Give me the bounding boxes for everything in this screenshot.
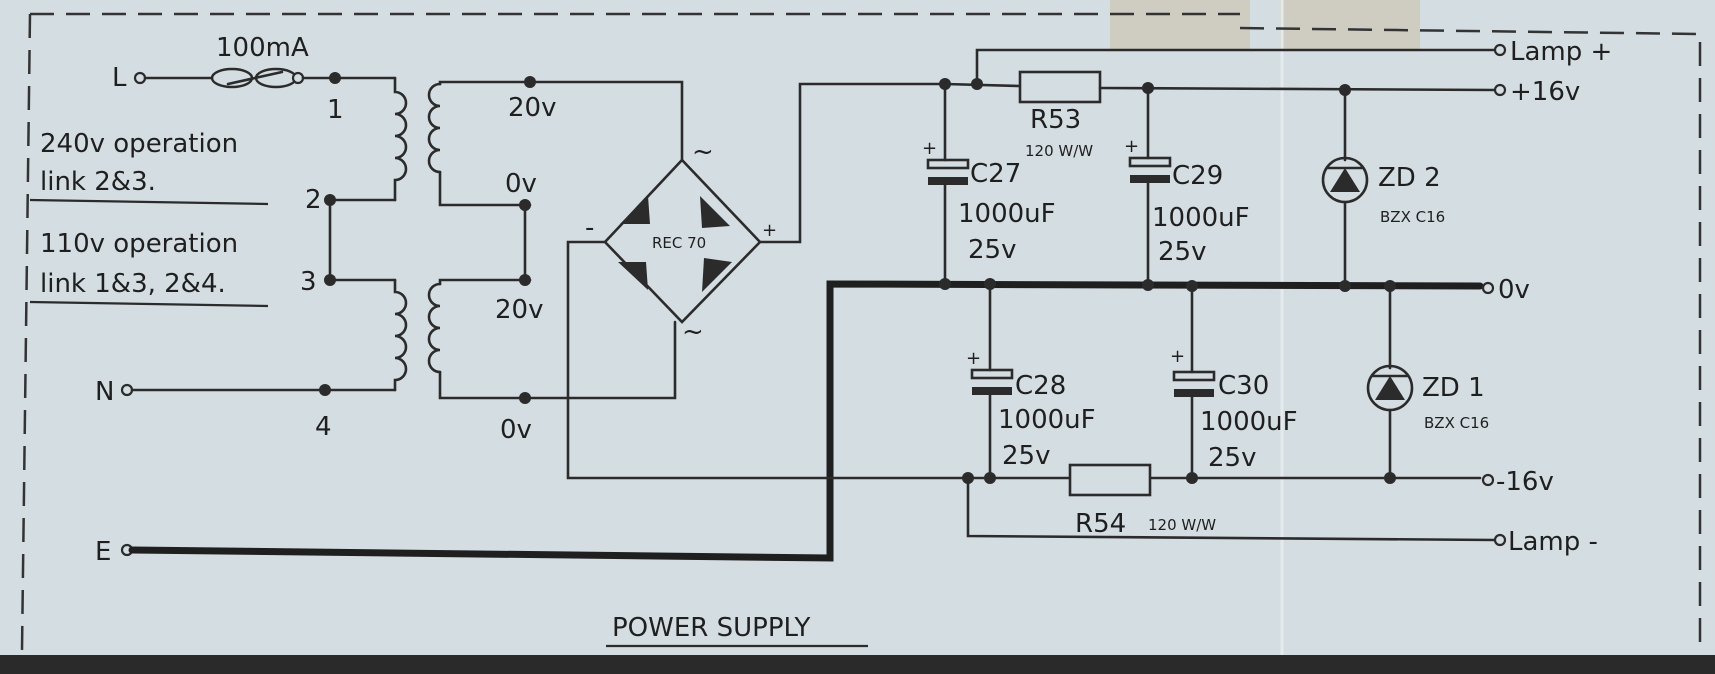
rectifier-ac-bottom: ~ [682,317,704,347]
terminal-l-label: L [112,63,127,93]
r53-name: R53 [1030,105,1081,135]
rectifier-minus: - [585,213,594,243]
diagram-title: POWER SUPPLY [606,613,868,648]
c30-name: C30 [1218,371,1269,401]
terminal-l [133,71,147,85]
sec-bot-0v: 0v [500,415,532,445]
zero-terminal [1481,281,1495,295]
c30-voltage: 25v [1208,443,1256,473]
transformer [393,76,532,400]
c30-polarity: + [1170,346,1185,367]
c28-polarity: + [966,348,981,369]
terminal-n [120,383,134,397]
plus16-terminal [1493,83,1507,97]
out-plus16: +16v [1510,77,1580,107]
sec-bot-20v: 20v [495,295,543,325]
minus16-terminal [1481,473,1495,487]
zener-zd2: ZD 2 BZX C16 [1321,88,1445,292]
c27-value: 1000uF [958,199,1056,229]
rectifier-plus: + [762,220,777,241]
out-lamp-minus: Lamp - [1508,527,1598,557]
positive-rail: R53 120 W/W [939,48,1497,160]
link-1-label: 1 [327,95,344,125]
lamp-minus-terminal [1493,533,1507,547]
out-minus16: -16v [1496,467,1554,497]
link-point-4 [319,384,331,396]
link-3-label: 3 [300,267,317,297]
zener-zd1: ZD 1 BZX C16 [1366,284,1489,484]
mains-input: L 100mA 1 N 4 2 3 E [95,33,1484,567]
r53-rating: 120 W/W [1025,142,1093,160]
out-lamp-plus: Lamp + [1510,37,1612,67]
link-point-3 [324,274,336,286]
capacitor-c28: + C28 1000uF 25v [966,282,1096,484]
r54-resistor [1068,463,1152,497]
note-240v-line2: link 2&3. [40,167,156,197]
c29-value: 1000uF [1152,203,1250,233]
sec-top-20v: 20v [508,93,556,123]
zd1-part: BZX C16 [1424,414,1489,432]
c28-name: C28 [1015,371,1066,401]
rectifier-label: REC 70 [652,234,706,252]
fuse-rating: 100mA [216,33,309,63]
out-zero: 0v [1498,275,1530,305]
bridge-rectifier: REC 70 ~ ~ - + [566,82,1482,480]
r53-resistor [1018,70,1102,104]
capacitor-c29: + C29 1000uF 25v [1124,86,1250,291]
c29-polarity: + [1124,136,1139,157]
operation-notes: 240v operation link 2&3. 110v operation … [29,129,269,308]
zd2-name: ZD 2 [1378,163,1441,193]
rectifier-ac-top: ~ [692,137,714,167]
c29-voltage: 25v [1158,237,1206,267]
sec-top-0v: 0v [505,169,537,199]
lamp-plus-terminal [1493,43,1507,57]
c27-voltage: 25v [968,235,1016,265]
r54-name: R54 [1075,509,1126,539]
dashed-border [20,12,1702,651]
link-point-1 [329,72,341,84]
secondary-wiring: 20v 0v 20v 0v [495,76,684,445]
c28-voltage: 25v [1002,441,1050,471]
link-4-label: 4 [315,412,332,442]
c30-value: 1000uF [1200,407,1298,437]
zd2-part: BZX C16 [1380,208,1445,226]
terminal-n-label: N [95,377,114,407]
c28-value: 1000uF [998,405,1096,435]
r54-rating: 120 W/W [1148,516,1216,534]
c29-name: C29 [1172,161,1223,191]
capacitor-c27: + C27 1000uF 25v [922,82,1056,290]
zd1-name: ZD 1 [1422,373,1485,403]
terminal-e-label: E [95,537,111,567]
title-text: POWER SUPPLY [612,613,811,643]
note-110v-line2: link 1&3, 2&4. [40,269,226,299]
c27-name: C27 [970,159,1021,189]
c27-polarity: + [922,138,937,159]
output-terminals: Lamp + +16v 0v -16v Lamp - [1481,37,1612,557]
note-110v-line1: 110v operation [40,229,238,259]
link-2-label: 2 [305,185,322,215]
negative-rail: R54 120 W/W [962,463,1497,542]
capacitor-c30: + C30 1000uF 25v [1170,284,1298,484]
note-240v-line1: 240v operation [40,129,238,159]
